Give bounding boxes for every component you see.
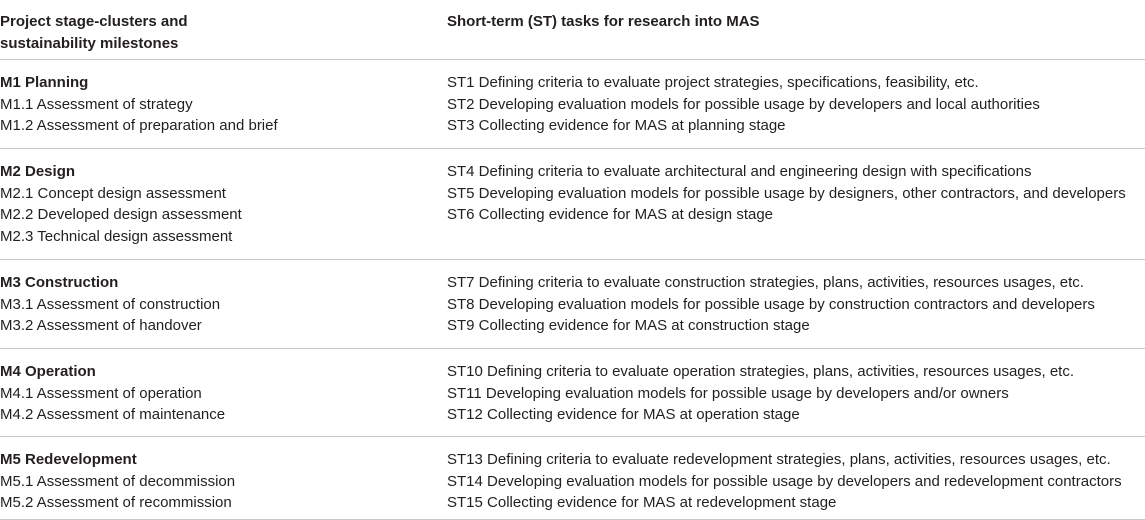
- task-item: ST13 Defining criteria to evaluate redev…: [447, 451, 1111, 468]
- tasks-cell: ST13 Defining criteria to evaluate redev…: [447, 449, 1145, 514]
- task-item: ST12 Collecting evidence for MAS at oper…: [447, 406, 800, 423]
- tasks-cell: ST7 Defining criteria to evaluate constr…: [447, 272, 1145, 337]
- stage-cell: M4 Operation M4.1 Assessment of operatio…: [0, 361, 420, 426]
- table-row-design: M2 Design M2.1 Concept design assessment…: [0, 149, 1145, 260]
- task-item: ST15 Collecting evidence for MAS at rede…: [447, 494, 837, 511]
- milestone-item: M2.3 Technical design assessment: [0, 227, 233, 245]
- tasks-cell: ST10 Defining criteria to evaluate opera…: [447, 361, 1145, 426]
- task-item: ST11 Developing evaluation models for po…: [447, 384, 1009, 402]
- task-item: ST8 Developing evaluation models for pos…: [447, 295, 1095, 313]
- task-item: ST5 Developing evaluation models for pos…: [447, 184, 1126, 202]
- stage-cell: M1 Planning M1.1 Assessment of strategy …: [0, 72, 420, 137]
- table-header: Project stage-clusters and sustainabilit…: [0, 0, 1145, 60]
- milestone-item: M2.1 Concept design assessment: [0, 184, 226, 202]
- milestone-item: M4.2 Assessment of maintenance: [0, 406, 226, 423]
- stage-title: M1 Planning: [0, 74, 89, 91]
- header-stage-clusters-line1: Project stage-clusters and: [0, 13, 188, 30]
- task-item: ST2 Developing evaluation models for pos…: [447, 95, 1040, 113]
- stage-title: M3 Construction: [0, 274, 119, 291]
- tasks-cell: ST4 Defining criteria to evaluate archit…: [447, 161, 1145, 226]
- milestone-item: M4.1 Assessment of operation: [0, 384, 202, 402]
- table-row-construction: M3 Construction M3.1 Assessment of const…: [0, 260, 1145, 349]
- milestone-item: M1.1 Assessment of strategy: [0, 95, 193, 113]
- stage-title: M5 Redevelopment: [0, 451, 137, 468]
- header-stage-clusters: Project stage-clusters and sustainabilit…: [0, 11, 420, 55]
- task-item: ST14 Developing evaluation models for po…: [447, 472, 1122, 490]
- milestone-item: M3.1 Assessment of construction: [0, 295, 221, 313]
- milestone-item: M3.2 Assessment of handover: [0, 317, 202, 334]
- table-row-redevelopment: M5 Redevelopment M5.1 Assessment of deco…: [0, 437, 1145, 520]
- header-stage-clusters-line2: sustainability milestones: [0, 35, 179, 52]
- milestone-item: M1.2 Assessment of preparation and brief: [0, 117, 278, 134]
- task-item: ST4 Defining criteria to evaluate archit…: [447, 163, 1032, 180]
- task-item: ST3 Collecting evidence for MAS at plann…: [447, 117, 786, 134]
- table-row-operation: M4 Operation M4.1 Assessment of operatio…: [0, 349, 1145, 437]
- milestone-item: M5.2 Assessment of recommission: [0, 494, 232, 511]
- stage-cell: M3 Construction M3.1 Assessment of const…: [0, 272, 420, 337]
- tasks-cell: ST1 Defining criteria to evaluate projec…: [447, 72, 1145, 137]
- stage-title: M2 Design: [0, 163, 76, 180]
- table-row-planning: M1 Planning M1.1 Assessment of strategy …: [0, 60, 1145, 149]
- stage-title: M4 Operation: [0, 363, 96, 380]
- milestone-item: M2.2 Developed design assessment: [0, 206, 242, 223]
- stage-cell: M2 Design M2.1 Concept design assessment…: [0, 161, 420, 247]
- task-item: ST6 Collecting evidence for MAS at desig…: [447, 206, 774, 223]
- task-item: ST9 Collecting evidence for MAS at const…: [447, 317, 810, 334]
- header-short-term-tasks: Short-term (ST) tasks for research into …: [447, 13, 760, 30]
- task-item: ST7 Defining criteria to evaluate constr…: [447, 274, 1084, 291]
- milestone-item: M5.1 Assessment of decommission: [0, 472, 236, 490]
- task-item: ST1 Defining criteria to evaluate projec…: [447, 74, 979, 91]
- task-item: ST10 Defining criteria to evaluate opera…: [447, 363, 1074, 380]
- stage-cell: M5 Redevelopment M5.1 Assessment of deco…: [0, 449, 420, 514]
